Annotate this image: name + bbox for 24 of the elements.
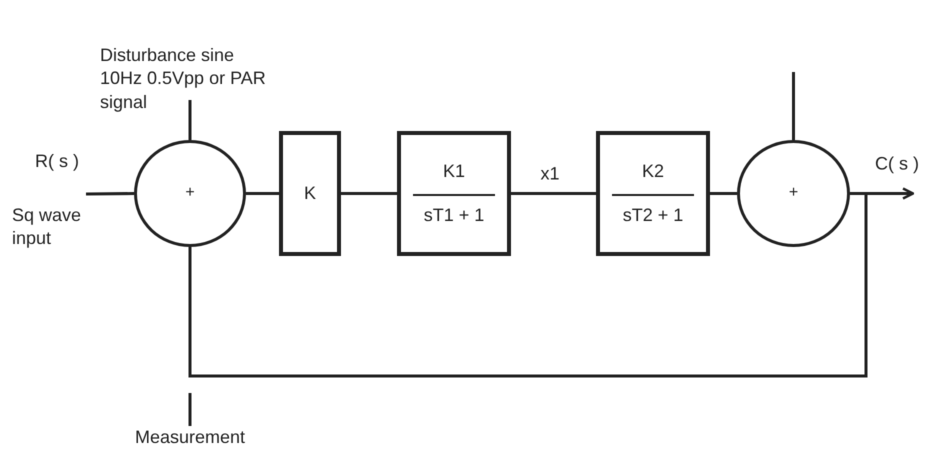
block-text: sT2 + 1 [622, 204, 684, 226]
sum-sign: + [788, 183, 798, 204]
gain-block [279, 131, 341, 256]
connector-line [86, 192, 134, 196]
connector-line [710, 192, 737, 195]
note-text: Measurement [135, 426, 246, 449]
connector-line [511, 192, 596, 195]
edge-label: C( s ) [873, 154, 921, 174]
connector-line [246, 192, 279, 195]
block-text: K1 [442, 160, 466, 184]
signal-label: R( s ) [35, 150, 80, 173]
connector-line [188, 100, 192, 140]
connector-line [188, 192, 868, 378]
block-text: K2 [642, 160, 664, 184]
block-text: sT1 + 1 [424, 204, 484, 226]
sum-sign: + [185, 183, 195, 204]
connector-line [188, 393, 192, 426]
connector-line [341, 192, 397, 195]
transfer-function-block [596, 131, 710, 256]
signal-label: Sq wave input [12, 204, 82, 250]
transfer-function-block [397, 131, 511, 256]
connector-line [792, 72, 795, 140]
note-text: Disturbance sine 10Hz 0.5Vpp or PAR signal [100, 44, 267, 114]
block-text: K [304, 182, 316, 205]
